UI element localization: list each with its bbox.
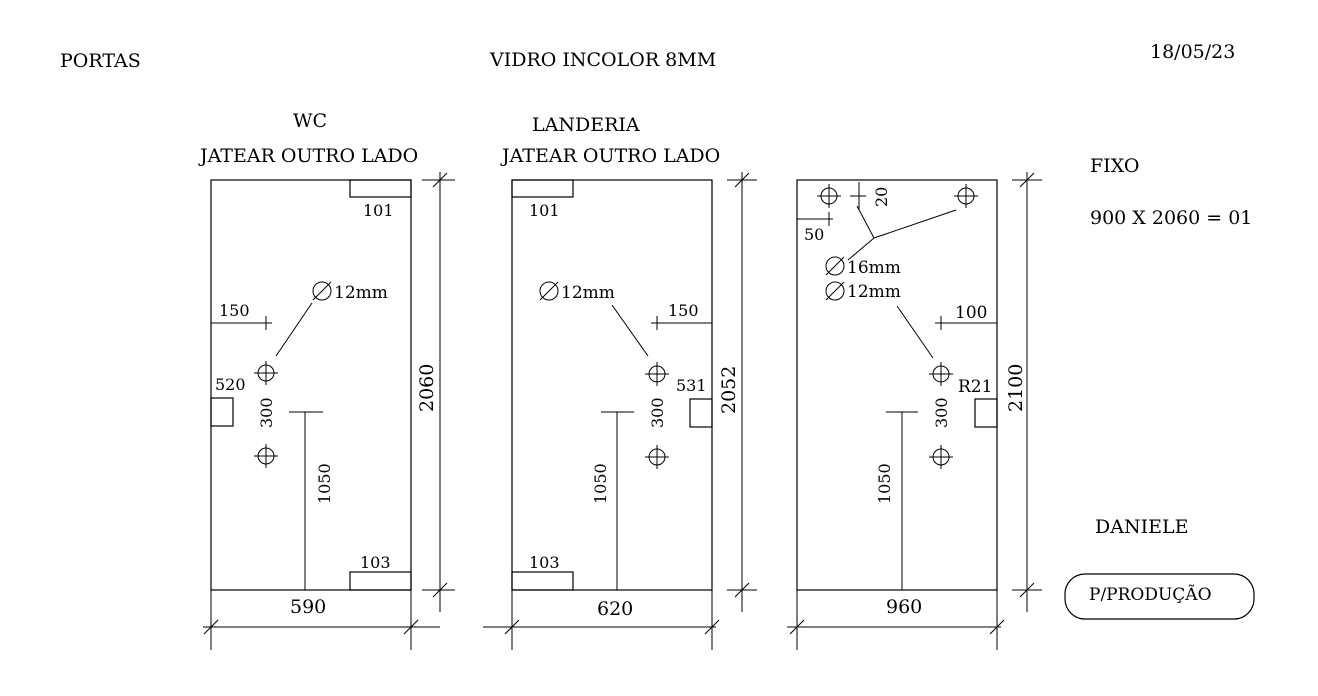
panel1-height-label: 2060 [416, 364, 438, 412]
panel1-title: WC [293, 110, 327, 132]
panel2-diameter-label: 12mm [561, 283, 615, 303]
panel3-side-offset-label: 50 [804, 225, 824, 244]
panel1-diameter-label: 12mm [334, 283, 388, 303]
panel3-top-offset-label: 20 [872, 187, 891, 207]
panel2-width-tick-left [504, 619, 520, 635]
panel1-top-cutout [349, 179, 412, 198]
panel3-width-label: 960 [886, 596, 922, 618]
panel3-hole-top-left [817, 184, 841, 208]
panel3-width-tick-right [989, 619, 1005, 635]
panel1-leader [275, 302, 313, 357]
panel1-offset-label: 150 [219, 301, 250, 320]
fixo-title: FIXO [1090, 155, 1139, 177]
panel1-width-tick-left [203, 619, 219, 635]
panel3-diameter-icon-b [825, 281, 845, 301]
panel2-height-tick-top [734, 172, 750, 188]
panel1-diameter-icon [312, 281, 332, 301]
production-stamp-label: P/PRODUÇÃO [1089, 584, 1212, 605]
header-glass-spec: VIDRO INCOLOR 8MM [489, 49, 716, 71]
panel2-handle-label: 1050 [591, 463, 610, 504]
panel1-handle-label: 1050 [315, 463, 334, 504]
client-name: DANIELE [1095, 516, 1188, 538]
panel3-diameter-label-b: 12mm [847, 282, 901, 302]
panel3-diameter-label-a: 16mm [847, 258, 901, 278]
panel2-leader [611, 304, 649, 357]
panel3-spacing-label: 300 [932, 397, 951, 428]
panel3-leader-a3 [847, 237, 875, 261]
panel2-spacing-label: 300 [648, 397, 667, 428]
panel1-diameter-slash [312, 281, 332, 301]
panel2-subtitle: JATEAR OUTRO LADO [500, 145, 720, 167]
panel2-width-tick-right [704, 619, 720, 635]
panel2-height-label: 2052 [718, 366, 740, 414]
panel1-top-cutout-label: 101 [363, 201, 394, 220]
panel2-bottom-cutout [511, 571, 574, 591]
panel3-hole-middle-bottom [929, 445, 953, 469]
panel2-lock-label: 531 [676, 376, 707, 395]
fixo-spec: 900 X 2060 = 01 [1090, 207, 1252, 229]
panel1-width-tick-right [403, 619, 419, 635]
panel1-lock-cutout [210, 397, 234, 427]
panel3-leader-a1 [856, 205, 875, 239]
panel-landeria: LANDERIA JATEAR OUTRO LADO 101 103 150 1… [483, 114, 757, 650]
panel2-outline [511, 179, 713, 591]
panel3-handle-label: 1050 [875, 463, 894, 504]
header-portas: PORTAS [60, 50, 141, 72]
panel3-lock-cutout [974, 398, 998, 428]
panel-wc: WC JATEAR OUTRO LADO 101 103 150 12mm 30… [198, 110, 455, 650]
panel3-diameter-icon-a [825, 256, 845, 276]
panel3-outline [796, 179, 998, 591]
panel3-leader-a2 [873, 209, 957, 239]
panel1-hole-bottom [254, 444, 278, 468]
panel2-lock-cutout [689, 398, 713, 428]
panel3-height-label: 2100 [1005, 364, 1027, 412]
panel3-hole-middle-top [929, 362, 953, 386]
panel2-title: LANDERIA [532, 114, 640, 136]
panel3-diameter-slash-a [825, 256, 845, 276]
production-stamp-box [1064, 573, 1255, 620]
panel2-top-cutout-label: 101 [529, 201, 560, 220]
panel2-top-cutout [511, 179, 574, 198]
panel3-height-tick-bottom [1019, 582, 1035, 598]
panel1-bottom-cutout-label: 103 [360, 553, 391, 572]
panel3-offset-label: 100 [955, 303, 987, 323]
panel2-height-tick-bottom [734, 582, 750, 598]
panel1-subtitle: JATEAR OUTRO LADO [198, 145, 418, 167]
panel2-diameter-icon [539, 281, 559, 301]
panel1-height-tick-top [432, 172, 448, 188]
panel3-lock-label: R21 [958, 377, 992, 397]
panel2-diameter-slash [539, 281, 559, 301]
panel1-outline [210, 179, 412, 591]
panel1-hole-top [254, 361, 278, 385]
panel2-width-label: 620 [597, 598, 633, 620]
panel1-lock-label: 520 [215, 375, 246, 394]
panel1-bottom-cutout [349, 571, 412, 591]
panel2-hole-top [645, 362, 669, 386]
panel2-bottom-cutout-label: 103 [529, 553, 560, 572]
header-date: 18/05/23 [1150, 41, 1235, 63]
panel1-spacing-label: 300 [257, 397, 276, 428]
panel1-height-tick-bottom [432, 582, 448, 598]
panel-fixo: 20 50 16mm 12mm 100 300 R21 [787, 172, 1042, 650]
panel3-height-tick-top [1019, 172, 1035, 188]
panel2-hole-bottom [645, 445, 669, 469]
panel3-width-tick-left [789, 619, 805, 635]
panel2-offset-label: 150 [668, 301, 699, 320]
panel3-leader-b [896, 305, 934, 359]
panel1-width-label: 590 [290, 596, 326, 618]
panel3-diameter-slash-b [825, 281, 845, 301]
panel3-hole-top-right [954, 184, 978, 208]
